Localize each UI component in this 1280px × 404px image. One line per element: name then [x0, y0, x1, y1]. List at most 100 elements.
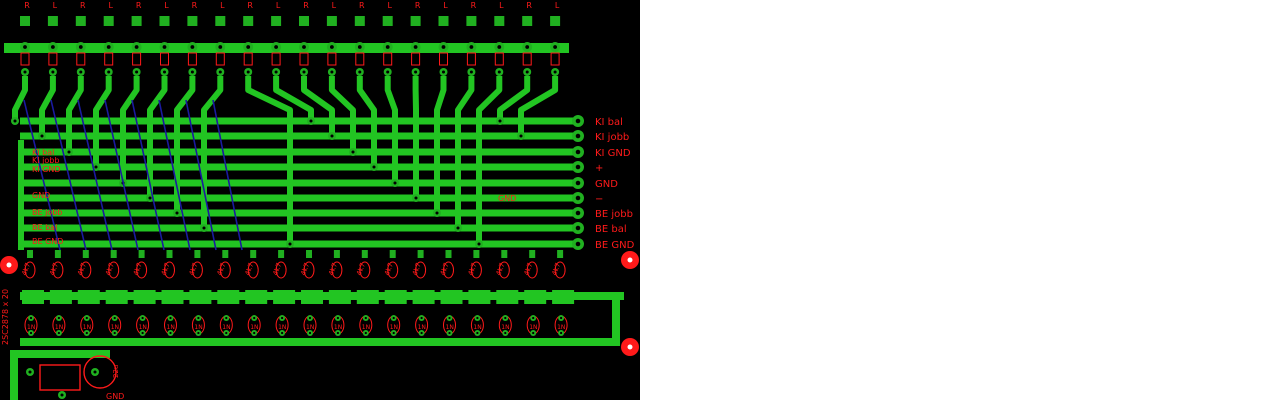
transistor-label: 1N	[83, 324, 91, 331]
transistor-label: 1N	[473, 324, 481, 331]
pad-hole	[477, 242, 480, 245]
capacitor-value-label: 22u	[112, 365, 120, 378]
mounting-hole-center	[7, 263, 12, 268]
bus-label: KI bal	[595, 117, 623, 128]
pad-hole	[175, 211, 178, 214]
pad-hole	[67, 150, 70, 153]
pad-hole	[58, 332, 60, 334]
pad-hole	[576, 150, 581, 155]
pad-hole	[302, 70, 305, 73]
pad-hole	[525, 45, 529, 49]
channel-label: R	[471, 1, 477, 10]
pad-hole	[141, 332, 143, 334]
resistor-pad	[306, 250, 312, 258]
pad-hole	[576, 242, 581, 247]
bottom-gnd-label: GND	[106, 392, 124, 400]
pad-hole	[114, 332, 116, 334]
pad-hole	[365, 317, 367, 319]
channel-label: L	[387, 1, 392, 10]
resistor-pad	[529, 250, 535, 258]
bus-label: BE GND	[595, 240, 635, 251]
pad-hole	[330, 70, 333, 73]
pad-hole	[191, 70, 194, 73]
transistor-label: 1N	[27, 324, 35, 331]
resistor-pad	[418, 250, 424, 258]
pad-hole	[86, 317, 88, 319]
left-bus-label: BE GND	[32, 237, 63, 246]
pad-hole	[191, 45, 195, 49]
bus-rail	[20, 195, 580, 202]
pad-hole	[281, 332, 283, 334]
pad-hole	[148, 196, 151, 199]
pad-hole	[497, 45, 501, 49]
pad-hole	[135, 45, 139, 49]
pad-hole	[13, 119, 16, 122]
resistor-pad	[250, 250, 256, 258]
pad-hole	[107, 70, 110, 73]
pad-hole	[94, 165, 97, 168]
jack-pad	[327, 16, 337, 26]
pad-hole	[448, 317, 450, 319]
pcb-layout: R4k71NL4k71NR4k71NL4k71NR4k71NL4k71NR4k7…	[0, 0, 640, 400]
pad-hole	[576, 119, 581, 124]
jack-pad	[411, 16, 421, 26]
pad-hole	[274, 45, 278, 49]
jack-pad	[215, 16, 225, 26]
pad-hole	[365, 332, 367, 334]
pad-hole	[253, 317, 255, 319]
channel-label: L	[276, 1, 281, 10]
jack-pad	[299, 16, 309, 26]
pad-hole	[218, 45, 222, 49]
pad-hole	[442, 70, 445, 73]
pad-hole	[358, 45, 362, 49]
pad-hole	[337, 317, 339, 319]
transistor-label: 1N	[55, 324, 63, 331]
pad-hole	[420, 317, 422, 319]
jack-pad	[48, 16, 58, 26]
bus-rail	[20, 180, 580, 187]
pad-hole	[86, 332, 88, 334]
pad-hole	[30, 332, 32, 334]
pad-hole	[560, 332, 562, 334]
channel-label: R	[247, 1, 253, 10]
transistor-label: 1N	[306, 324, 314, 331]
channel-label: R	[526, 1, 532, 10]
pad-hole	[576, 181, 581, 186]
top-header-bar	[4, 43, 569, 53]
pad-hole	[498, 70, 501, 73]
transistor-label: 1N	[111, 324, 119, 331]
bus-rail	[20, 133, 580, 140]
pad-hole	[51, 70, 54, 73]
transistor-label: 1N	[390, 324, 398, 331]
pad-hole	[309, 317, 311, 319]
transistor-label: 1N	[501, 324, 509, 331]
power-trace-vertical	[10, 350, 18, 400]
resistor-pad	[111, 250, 117, 258]
channel-label: R	[80, 1, 86, 10]
channel-label: L	[108, 1, 113, 10]
pad-hole	[393, 181, 396, 184]
pad-hole	[135, 70, 138, 73]
pad-hole	[197, 317, 199, 319]
transistor-label: 1N	[557, 324, 565, 331]
pad-hole	[351, 150, 354, 153]
pad-hole	[197, 332, 199, 334]
bus-label: KI jobb	[595, 132, 629, 143]
pad-hole	[309, 119, 312, 122]
bus-label: KI GND	[595, 148, 631, 159]
channel-label: L	[53, 1, 58, 10]
bus-label: +	[595, 163, 603, 174]
jack-pad	[355, 16, 365, 26]
jack-pad	[271, 16, 281, 26]
left-bus-label: KI jobb	[32, 156, 59, 165]
jack-pad	[243, 16, 253, 26]
transistor-label: 1N	[362, 324, 370, 331]
pad-hole	[476, 332, 478, 334]
transistor-label: 1N	[139, 324, 147, 331]
pad-hole	[442, 45, 446, 49]
pad-hole	[386, 70, 389, 73]
pad-hole	[576, 134, 581, 139]
pad-hole	[476, 317, 478, 319]
channel-label: L	[499, 1, 504, 10]
resistor-pad	[557, 250, 563, 258]
